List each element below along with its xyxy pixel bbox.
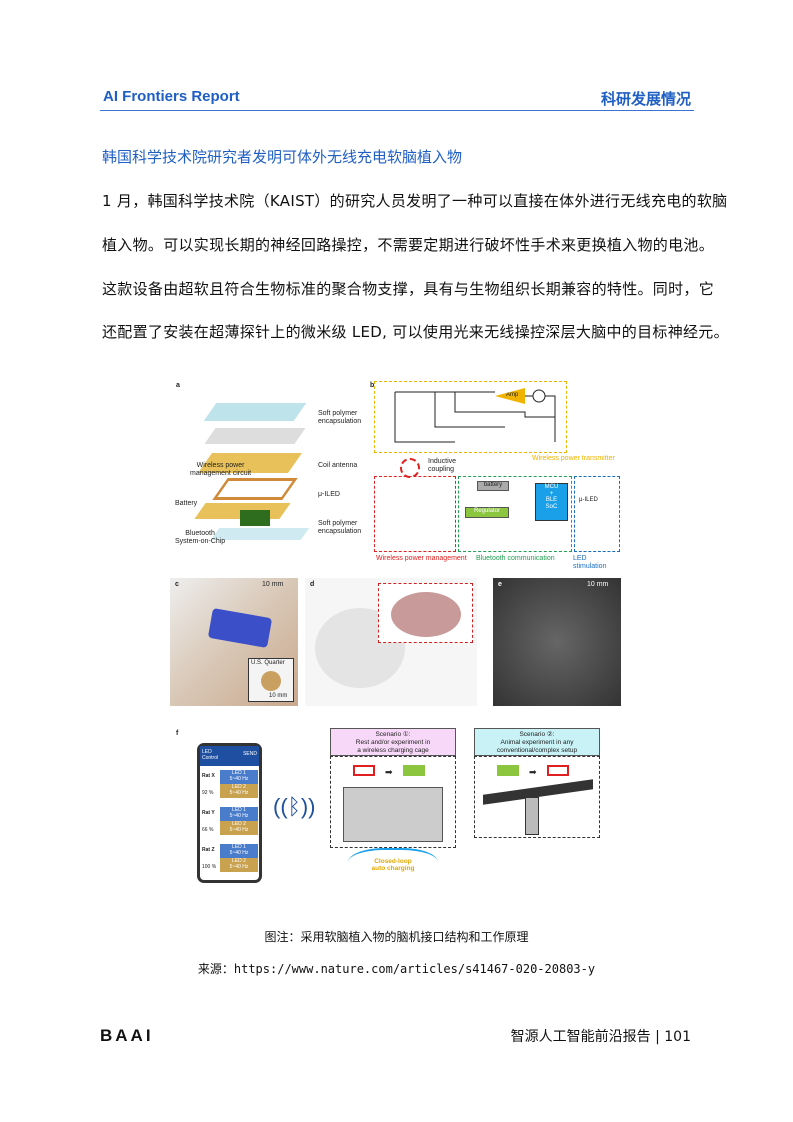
quarter-inset: U.S. Quarter 10 mm bbox=[248, 658, 294, 702]
transmitter-circuit bbox=[394, 389, 556, 443]
mcu-ble-soc: MCU + BLE SoC bbox=[535, 483, 568, 521]
auto-charging-label: Closed-loop auto charging bbox=[348, 848, 438, 884]
regulator-symbol: Regulator bbox=[465, 507, 509, 518]
scenario-2-label: Scenario ②: Animal experiment in any con… bbox=[474, 728, 600, 756]
y-maze: ➡ bbox=[474, 756, 600, 838]
inductive-coupling-icon bbox=[400, 458, 420, 478]
rat-name: Rat Z bbox=[202, 847, 215, 853]
label-transmitter: Wireless power transmitter bbox=[532, 455, 615, 462]
led-box: μ-ILED bbox=[574, 476, 620, 552]
panel-f-label: f bbox=[176, 730, 179, 737]
label-uiled-b: μ-ILED bbox=[579, 497, 598, 503]
send-button[interactable]: SEND bbox=[243, 751, 257, 757]
label-bluetooth-soc: Bluetooth System-on-Chip bbox=[175, 530, 226, 546]
led1-button[interactable]: LED 1 5~40 Hz bbox=[220, 807, 258, 821]
panel-c-label: c bbox=[175, 581, 179, 588]
battery-percent: 66 % bbox=[202, 827, 214, 833]
charging-cage: ➡ bbox=[330, 756, 456, 848]
rat-name: Rat Y bbox=[202, 810, 215, 816]
panel-c-photo: c 10 mm U.S. Quarter 10 mm bbox=[170, 578, 298, 706]
scale-bar-label: 10 mm bbox=[262, 581, 284, 588]
label-battery: Battery bbox=[175, 500, 198, 507]
battery-percent: 92 % bbox=[202, 790, 214, 796]
paragraph-line: 植入物。可以实现长期的神经回路操控，不需要定期进行破坏性手术来更换植入物的电池。 bbox=[102, 236, 715, 254]
bt-box: battery Regulator MCU + BLE SoC bbox=[458, 476, 572, 552]
battery-symbol: battery bbox=[477, 481, 509, 491]
app-title: LED Control bbox=[202, 749, 219, 761]
bluetooth-icon: ((ᛒ)) bbox=[273, 794, 316, 819]
inset-label: U.S. Quarter bbox=[251, 660, 285, 666]
panel-d-illustration: d bbox=[305, 578, 477, 706]
figure-caption: 图注：采用软脑植入物的脑机接口结构和工作原理 bbox=[264, 930, 529, 944]
led2-button[interactable]: LED 2 5~40 Hz bbox=[220, 784, 258, 798]
led2-button[interactable]: LED 2 5~40 Hz bbox=[220, 858, 258, 872]
panel-b-label: b bbox=[370, 382, 375, 389]
article-title: 韩国科学技术院研究者发明可体外无线充电软脑植入物 bbox=[102, 148, 463, 166]
device-exploded-view bbox=[194, 398, 310, 543]
label-coil-antenna: Coil antenna bbox=[318, 462, 358, 469]
panel-e-xray: e 10 mm bbox=[493, 578, 621, 706]
baai-logo: BAAI bbox=[100, 1026, 154, 1045]
panel-d-label: d bbox=[310, 581, 315, 588]
figure: a Soft polymer encapsulation Wireless po… bbox=[170, 378, 622, 886]
paragraph-line: 还配置了安装在超薄探针上的微米级 LED, 可以使用光来无线操控深层大脑中的目标… bbox=[102, 323, 729, 341]
panel-a-label: a bbox=[176, 382, 180, 389]
led1-button[interactable]: LED 1 5~40 Hz bbox=[220, 844, 258, 858]
report-title: AI Frontiers Report bbox=[103, 88, 240, 105]
label-soft-polymer-bottom: Soft polymer encapsulation bbox=[318, 520, 362, 536]
label-led-stim: LED stimulation bbox=[573, 555, 607, 571]
transmitter-box: Amp bbox=[374, 381, 567, 453]
label-uiled: μ-ILED bbox=[318, 491, 340, 498]
led2-button[interactable]: LED 2 5~40 Hz bbox=[220, 821, 258, 835]
rat-name: Rat X bbox=[202, 773, 215, 779]
paragraph-line: 这款设备由超软且符合生物标准的聚合物支撑，具有与生物组织长期兼容的特性。同时，它 bbox=[102, 280, 715, 298]
led1-button[interactable]: LED 1 5~40 Hz bbox=[220, 770, 258, 784]
label-wpm: Wireless power management bbox=[376, 555, 467, 562]
battery-percent: 100 % bbox=[202, 864, 217, 870]
label-inductive-coupling: Inductive coupling bbox=[428, 458, 457, 474]
footer-page-info: 智源人工智能前沿报告 | 101 bbox=[510, 1029, 691, 1045]
wpm-box bbox=[374, 476, 456, 552]
header-divider bbox=[100, 110, 694, 111]
inset-scale: 10 mm bbox=[269, 693, 288, 699]
scenario-1-label: Scenario ①: Rest and/or experiment in a … bbox=[330, 728, 456, 756]
label-soft-polymer-top: Soft polymer encapsulation bbox=[318, 410, 362, 426]
panel-e-label: e bbox=[498, 581, 502, 588]
label-bt-comm: Bluetooth communication bbox=[476, 555, 555, 562]
scale-bar-label: 10 mm bbox=[587, 581, 609, 588]
figure-source[interactable]: 来源：https://www.nature.com/articles/s4146… bbox=[197, 962, 596, 976]
label-wireless-power-mgmt: Wireless power management circuit bbox=[190, 462, 252, 478]
section-header: 科研发展情况 bbox=[600, 90, 691, 108]
paragraph-line: 1 月，韩国科学技术院（KAIST）的研究人员发明了一种可以直接在体外进行无线充… bbox=[102, 192, 728, 210]
